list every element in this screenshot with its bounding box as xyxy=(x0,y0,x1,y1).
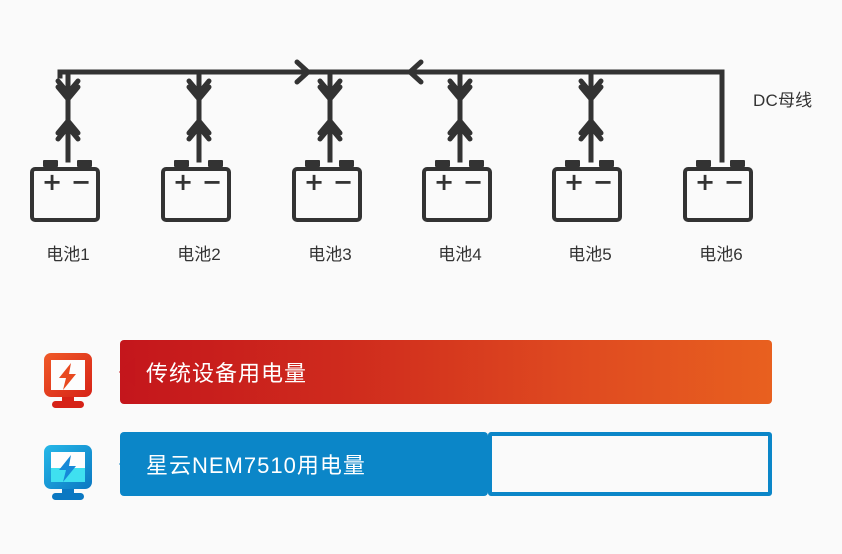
arrow-up-icon xyxy=(447,124,473,142)
arrow-up-icon xyxy=(317,118,343,136)
plus-sign: + xyxy=(695,168,716,196)
monitor-bolt-icon xyxy=(44,353,92,408)
battery-icon: + − xyxy=(292,160,368,228)
arrow-up-icon xyxy=(186,118,212,136)
bar-fill-product: 星云NEM7510用电量 xyxy=(119,432,488,496)
dc-bus-schematic: DC母线 xyxy=(55,59,813,163)
minus-sign: − xyxy=(593,168,614,196)
battery-6: + − 电池6 xyxy=(661,160,781,265)
arrow-down-icon xyxy=(447,84,473,102)
battery-body xyxy=(683,167,753,222)
arrow-down-icon xyxy=(55,84,81,102)
bar-track-product: 星云NEM7510用电量 xyxy=(119,432,772,496)
arrow-down-icon xyxy=(317,84,343,102)
battery-label: 电池1 xyxy=(46,245,90,264)
battery-terminal-negative xyxy=(339,160,354,167)
battery-4: + − 电池4 xyxy=(400,160,520,265)
battery-body xyxy=(30,167,100,222)
arrow-down-icon xyxy=(578,78,604,96)
arrow-down-icon xyxy=(186,84,212,102)
battery-terminal-positive xyxy=(43,160,58,167)
battery-icon: + − xyxy=(30,160,106,228)
bar-label-legacy: 传统设备用电量 xyxy=(146,361,308,386)
arrow-up-icon xyxy=(186,124,212,142)
battery-terminal-negative xyxy=(208,160,223,167)
bar-pointer-notch xyxy=(119,450,135,478)
arrow-down-icon xyxy=(186,78,212,96)
arrow-left-icon xyxy=(407,59,424,85)
battery-icon: + − xyxy=(422,160,498,228)
arrow-up-icon xyxy=(317,124,343,142)
battery-terminal-positive xyxy=(696,160,711,167)
plus-sign: + xyxy=(42,168,63,196)
arrow-down-icon xyxy=(578,84,604,102)
bar-fill-legacy: 传统设备用电量 xyxy=(119,340,772,404)
dc-bus-label: DC母线 xyxy=(753,91,813,110)
battery-body xyxy=(292,167,362,222)
battery-terminal-positive xyxy=(305,160,320,167)
battery-5: + − 电池5 xyxy=(530,160,650,265)
plus-sign: + xyxy=(304,168,325,196)
bar-label-product: 星云NEM7510用电量 xyxy=(146,453,366,478)
battery-icon: + − xyxy=(552,160,628,228)
arrow-up-icon xyxy=(55,124,81,142)
monitor-bolt-icon xyxy=(44,445,92,500)
minus-sign: − xyxy=(202,168,223,196)
battery-body xyxy=(161,167,231,222)
minus-sign: − xyxy=(71,168,92,196)
battery-label: 电池3 xyxy=(308,245,352,264)
arrow-down-icon xyxy=(447,78,473,96)
arrow-up-icon xyxy=(55,118,81,136)
comparison-row-product: 星云NEM7510用电量 xyxy=(0,432,842,524)
battery-1: + − 电池1 xyxy=(8,160,128,265)
arrow-down-icon xyxy=(55,78,81,96)
bar-remainder-outline xyxy=(488,432,772,496)
schematic-svg xyxy=(55,59,725,163)
arrow-up-icon xyxy=(447,118,473,136)
minus-sign: − xyxy=(724,168,745,196)
arrow-down-icon xyxy=(317,78,343,96)
battery-icon: + − xyxy=(683,160,759,228)
battery-body xyxy=(422,167,492,222)
battery-terminal-positive xyxy=(435,160,450,167)
arrow-up-icon xyxy=(578,118,604,136)
plus-sign: + xyxy=(564,168,585,196)
battery-label: 电池4 xyxy=(438,245,482,264)
battery-label: 电池6 xyxy=(699,245,743,264)
battery-terminal-positive xyxy=(174,160,189,167)
plus-sign: + xyxy=(173,168,194,196)
battery-body xyxy=(552,167,622,222)
battery-terminal-negative xyxy=(77,160,92,167)
battery-3: + − 电池3 xyxy=(270,160,390,265)
battery-terminal-positive xyxy=(565,160,580,167)
battery-label: 电池2 xyxy=(177,245,221,264)
battery-terminal-negative xyxy=(469,160,484,167)
battery-terminal-negative xyxy=(599,160,614,167)
arrow-up-icon xyxy=(578,124,604,142)
battery-terminal-negative xyxy=(730,160,745,167)
bar-pointer-notch xyxy=(119,358,135,386)
minus-sign: − xyxy=(333,168,354,196)
plus-sign: + xyxy=(434,168,455,196)
comparison-row-legacy: 传统设备用电量 xyxy=(0,340,842,430)
bar-track-legacy: 传统设备用电量 xyxy=(119,340,772,404)
battery-icon: + − xyxy=(161,160,237,228)
battery-label: 电池5 xyxy=(568,245,612,264)
battery-2: + − 电池2 xyxy=(139,160,259,265)
minus-sign: − xyxy=(463,168,484,196)
arrow-right-icon xyxy=(294,59,311,85)
